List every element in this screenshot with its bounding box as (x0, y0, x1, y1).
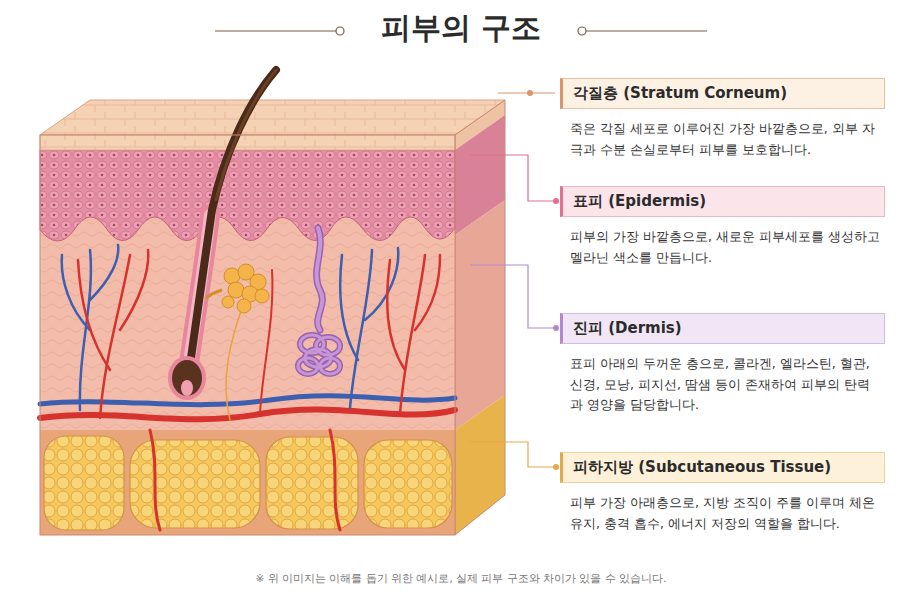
title-text: 피부의 구조 (381, 10, 541, 45)
caption-note: ※ 위 이미지는 이해를 돕기 위한 예시로, 실제 피부 구조와 차이가 있을… (0, 572, 922, 586)
layer-card: 각질층 (Stratum Corneum) 죽은 각질 세포로 이루어진 가장 바… (560, 78, 885, 160)
layer-card: 피하지방 (Subcutaneous Tissue) 피부 가장 아래층으로, 지… (560, 452, 885, 534)
diagram-title: 피부의 구조 (0, 8, 922, 49)
layer-description: 피부의 가장 바깥층으로, 새로운 피부세포를 생성하고 멜라닌 색소를 만듭니… (560, 227, 885, 268)
layer-heading: 피하지방 (Subcutaneous Tissue) (560, 452, 885, 483)
layer-heading: 각질층 (Stratum Corneum) (560, 78, 885, 109)
layer-description: 표피 아래의 두꺼운 층으로, 콜라겐, 엘라스틴, 혈관, 신경, 모낭, 피… (560, 354, 885, 416)
layer-description: 피부 가장 아래층으로, 지방 조직이 주를 이루며 체온 유지, 충격 흡수,… (560, 493, 885, 534)
layer-card: 표피 (Epidermis) 피부의 가장 바깥층으로, 새로운 피부세포를 생성… (560, 186, 885, 268)
layer-description: 죽은 각질 세포로 이루어진 가장 바깥층으로, 외부 자극과 수분 손실로부터… (560, 119, 885, 160)
layer-heading: 표피 (Epidermis) (560, 186, 885, 217)
layer-card: 진피 (Dermis) 표피 아래의 두꺼운 층으로, 콜라겐, 엘라스틴, 혈관… (560, 313, 885, 416)
layer-heading: 진피 (Dermis) (560, 313, 885, 344)
